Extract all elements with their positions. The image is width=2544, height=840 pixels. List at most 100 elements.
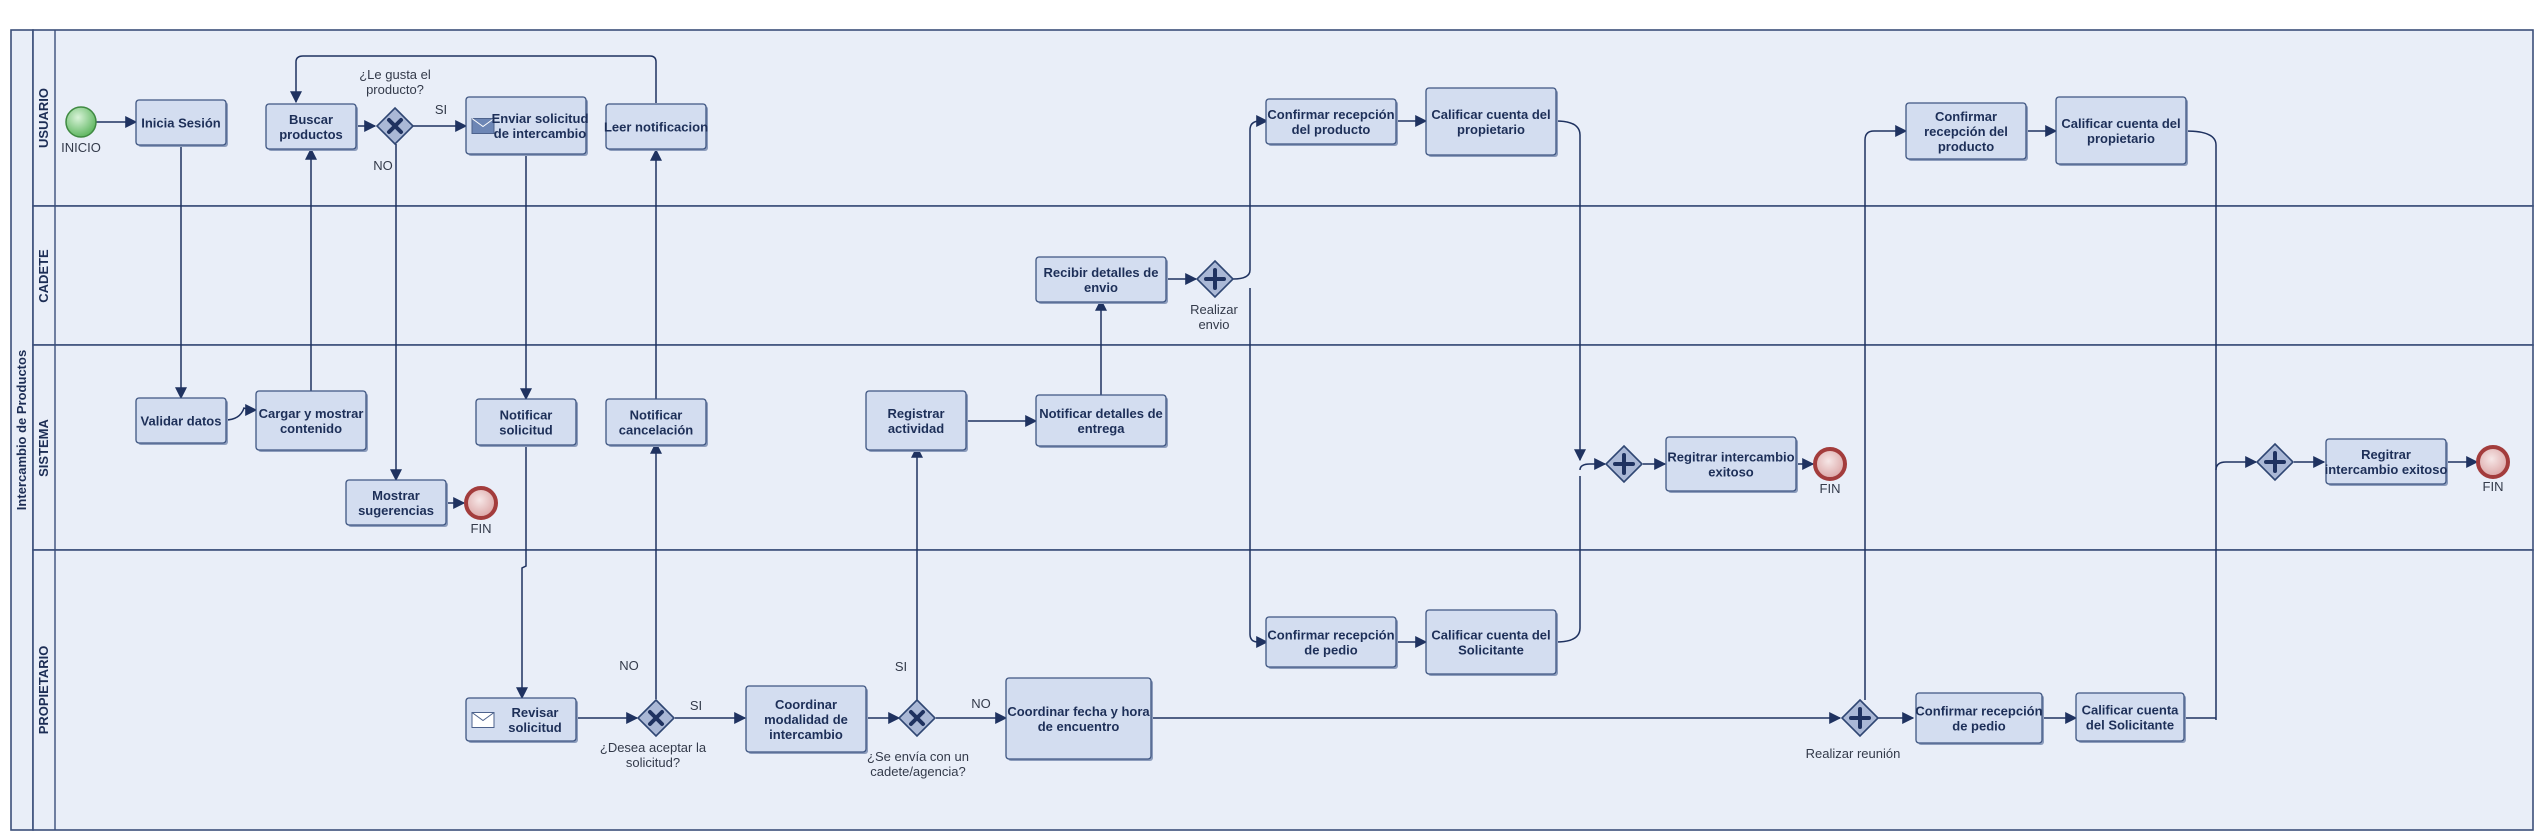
gateway-label: cadete/agencia? — [870, 764, 965, 779]
flow-envio-pedio — [1249, 288, 1269, 648]
gateway-label: ¿Se envía con un — [867, 749, 969, 764]
task-label: Validar datos — [141, 414, 222, 429]
flow-label-no: NO — [971, 696, 991, 711]
task-label: sugerencias — [358, 503, 434, 518]
task-label: Notificar — [500, 408, 553, 423]
flow-calificar-prop-join-2 — [2185, 130, 2217, 720]
task-label: Regitrar — [2361, 447, 2411, 462]
receive-message-icon — [471, 712, 495, 728]
gateway-label: Realizar reunión — [1806, 746, 1901, 761]
gateway-label: ¿Le gusta el — [359, 67, 431, 82]
pool: Intercambio de Productos USUARIO CADETE … — [10, 29, 2534, 831]
task-label: Calificar cuenta del — [2061, 116, 2180, 131]
task-label: Recibir detalles de — [1044, 265, 1159, 280]
task-label: Inicia Sesión — [141, 116, 221, 131]
lane-cadete — [32, 205, 2534, 346]
flow-notificar-revisar — [516, 445, 528, 700]
task-label: Confirmar recepción — [1267, 107, 1394, 122]
parallel-gateway-join — [1604, 444, 1644, 484]
task-label: actividad — [888, 421, 944, 436]
task-label: Revisar — [512, 705, 559, 720]
lane-label-propietario: PROPIETARIO — [36, 646, 51, 735]
task-label: recepción del — [1924, 124, 2008, 139]
task-label: de intercambio — [494, 126, 587, 141]
task-label: Confirmar — [1935, 109, 1997, 124]
lane-label-usuario: USUARIO — [36, 88, 51, 148]
end-event-label: FIN — [2483, 479, 2504, 494]
exclusive-gateway-desea-aceptar: ¿Desea aceptar la solicitud? — [600, 698, 707, 770]
task-label: Notificar — [630, 408, 683, 423]
task-label: de pedio — [1952, 719, 2006, 734]
parallel-gateway-realizar-reunion: Realizar reunión — [1806, 698, 1901, 761]
flow-label-no: NO — [619, 658, 639, 673]
task-label: Solicitante — [1458, 643, 1524, 658]
task-label: Cargar y mostrar — [259, 406, 364, 421]
task-label: Mostrar — [372, 488, 420, 503]
task-label: del producto — [1292, 122, 1371, 137]
flow-reunion-producto — [1864, 125, 1908, 700]
exclusive-gateway-le-gusta: ¿Le gusta el producto? — [359, 67, 431, 146]
flow-label-si: SI — [690, 698, 702, 713]
end-event: FIN — [464, 486, 498, 536]
task-label: propietario — [1457, 122, 1525, 137]
task-label: Confirmar recepción — [1915, 704, 2042, 719]
task-label: Leer notificacion — [604, 120, 708, 135]
sequence-flows — [96, 55, 2479, 724]
flow-validar-cargar — [224, 403, 258, 421]
flow-label-si: SI — [895, 659, 907, 674]
flow-envio-producto — [1232, 115, 1269, 280]
task-label: Confirmar recepción — [1267, 628, 1394, 643]
end-event: FIN — [2476, 445, 2510, 494]
task-label: producto — [1938, 139, 1994, 154]
gateway-label: envio — [1198, 317, 1229, 332]
lane-sistema — [32, 344, 2534, 551]
parallel-gateway-realizar-envio: Realizar envio — [1190, 259, 1239, 332]
task-label: Regitrar intercambio — [1667, 450, 1794, 465]
flow-to-join-1 — [1579, 458, 1607, 471]
start-event: INICIO — [61, 106, 101, 155]
task-label: Buscar — [289, 112, 333, 127]
exclusive-gateway-se-envia: ¿Se envía con un cadete/agencia? — [867, 698, 969, 779]
flow-label-no: NO — [373, 158, 393, 173]
task-label: intercambio — [769, 727, 843, 742]
gateway-label: ¿Desea aceptar la — [600, 740, 707, 755]
task-label: entrega — [1078, 421, 1126, 436]
task-label: Coordinar fecha y hora — [1007, 704, 1150, 719]
task-label: Enviar solicitud — [492, 111, 589, 126]
parallel-gateway-join — [2255, 442, 2295, 482]
task-label: contenido — [280, 421, 342, 436]
lane-propietario — [32, 549, 2534, 831]
send-message-icon — [471, 118, 495, 134]
task-label: Registrar — [887, 406, 944, 421]
task-label: modalidad de — [764, 712, 848, 727]
pool-title: Intercambio de Productos — [14, 350, 29, 510]
flow-label-si: SI — [435, 102, 447, 117]
task-label: cancelación — [619, 423, 693, 438]
task-label: Calificar cuenta — [2082, 703, 2180, 718]
flow-to-join-2 — [2215, 456, 2258, 471]
end-event: FIN — [1813, 447, 1847, 496]
task-leer-notificacion: Leer notificacion — [604, 103, 708, 151]
task-validar-datos: Validar datos — [135, 397, 228, 445]
gateway-label: solicitud? — [626, 755, 680, 770]
task-label: productos — [279, 127, 343, 142]
flow-calificar-prop-join — [1555, 120, 1586, 462]
